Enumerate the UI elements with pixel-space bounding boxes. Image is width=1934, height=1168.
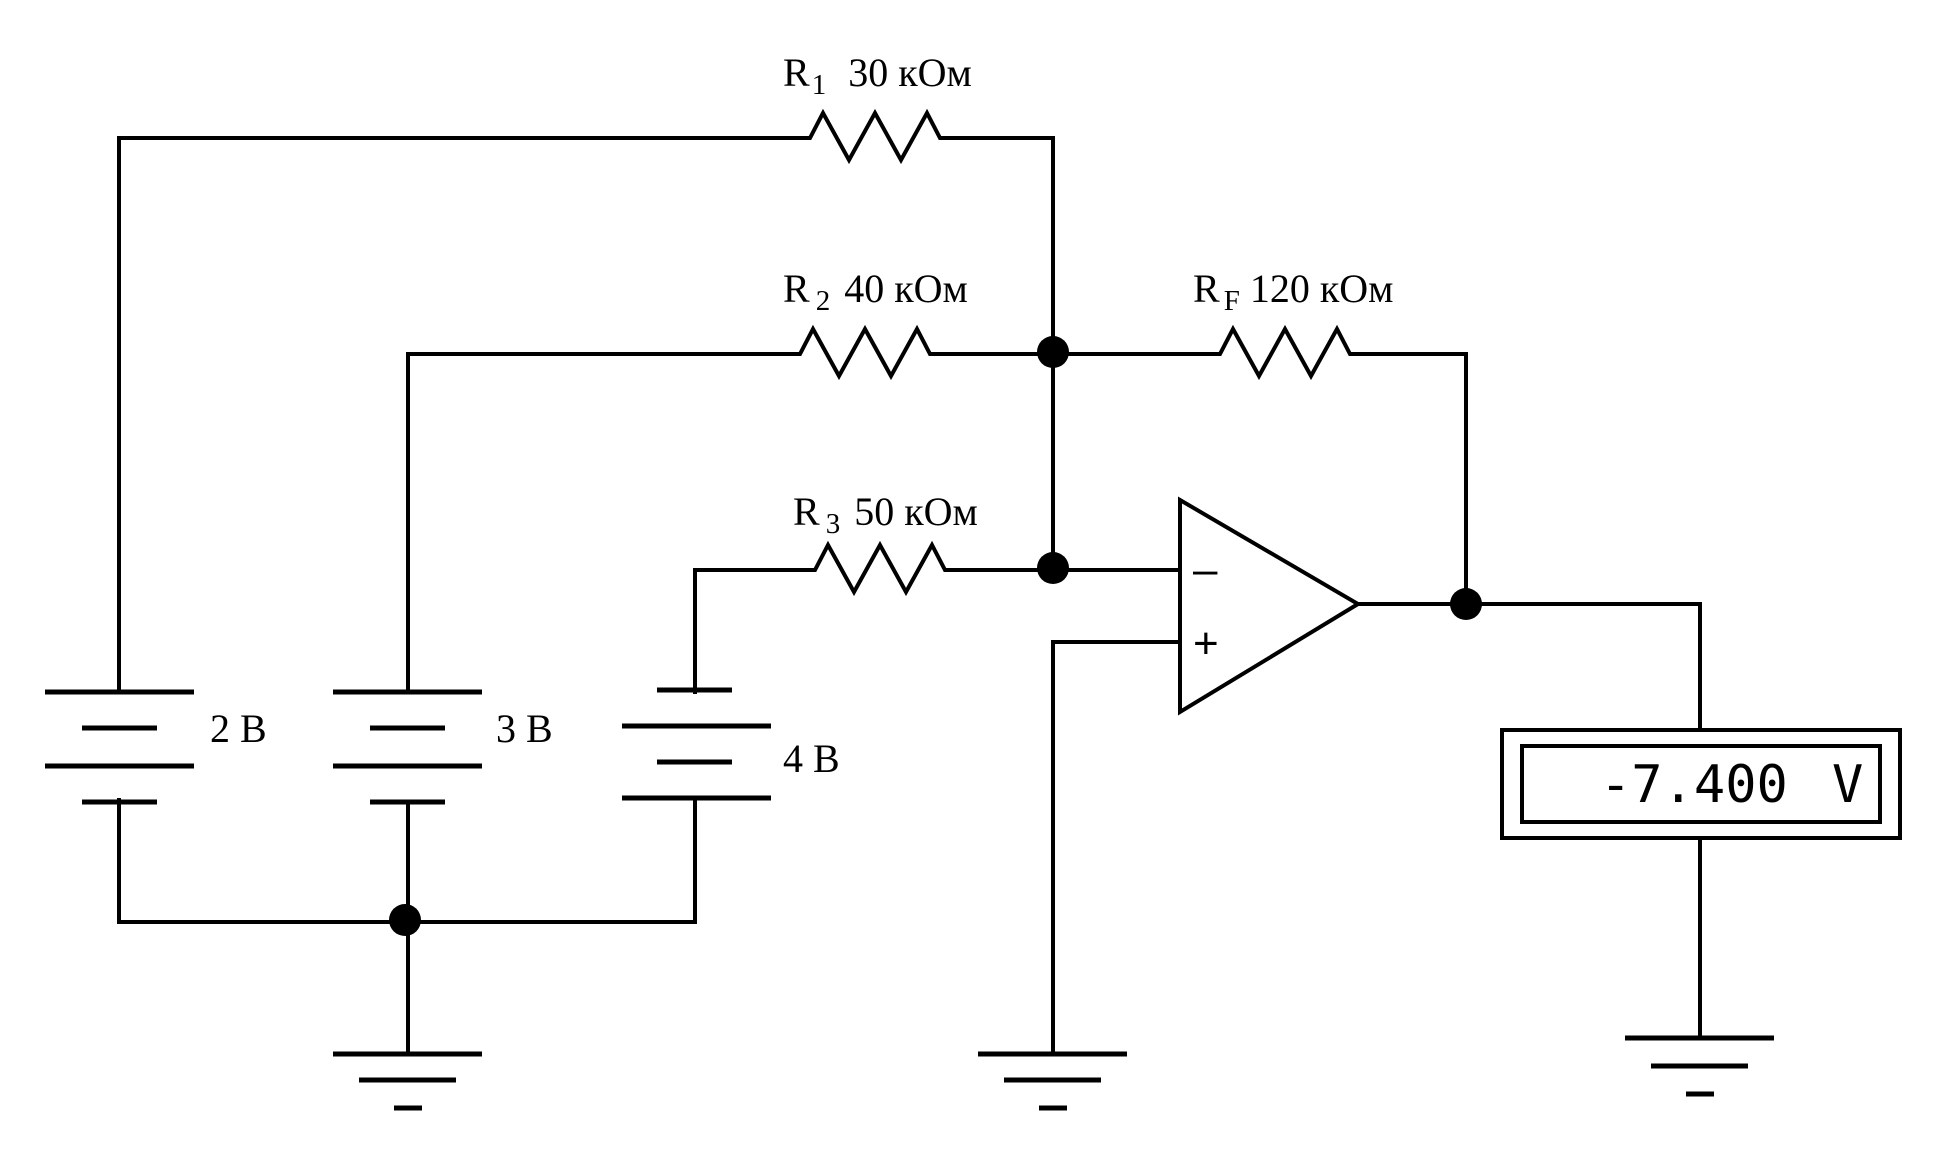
op-amp-noninverting-sign: + [1193,619,1219,668]
battery-v2-label: 3 В [496,706,553,751]
r1-value: 30 кОм [848,50,972,95]
op-amp-inverting-sign: – [1193,545,1218,594]
r1-subscript: 1 [812,69,827,101]
battery-v3-label: 4 В [783,736,840,781]
rf-symbol: R [1193,266,1220,311]
r2-symbol: R [783,266,810,311]
ground-middle-icon [978,1051,1127,1111]
r1-label: R1 30 кОм [783,50,972,101]
resistor-r2 [785,324,945,381]
junction-battery-common [389,904,421,936]
wire-rf-right [1363,352,1468,606]
r2-value: 40 кОм [844,266,968,311]
junction-output [1450,588,1482,620]
junction-summing-top [1037,336,1069,368]
junctions [389,336,1482,936]
wire-r2-left [406,352,787,694]
wire-output [1356,602,1702,732]
battery-v3 [622,687,771,801]
resistors [785,108,1365,597]
battery-v1-label: 2 В [210,706,267,751]
wire-r3-left [693,568,802,694]
rf-subscript: F [1224,285,1240,317]
r3-value: 50 кОм [854,489,978,534]
voltmeter-unit: V [1832,755,1863,815]
ground-left-icon [333,1051,482,1111]
resistor-r1 [795,108,955,165]
op-amp-triangle [1178,496,1362,716]
op-amp: – + [1178,496,1362,716]
junction-summing-inverting [1037,552,1069,584]
wire-noninverting-input [1051,640,1182,1054]
r2-subscript: 2 [816,285,831,317]
voltmeter: -7.400 V [1500,728,1902,840]
r3-subscript: 3 [826,508,841,540]
wire-r1-left [117,136,797,694]
resistor-r3 [800,540,960,597]
r3-symbol: R [793,489,820,534]
battery-v2 [333,689,482,805]
r1-symbol: R [783,50,810,95]
voltmeter-reading: -7.400 [1600,755,1788,815]
battery-v1 [45,689,194,805]
wire-r1-right [953,136,1055,574]
rf-value: 120 кОм [1250,266,1394,311]
ground-right-icon [1625,1035,1774,1097]
voltmeter-display [1520,744,1882,824]
resistor-rf [1205,324,1365,381]
